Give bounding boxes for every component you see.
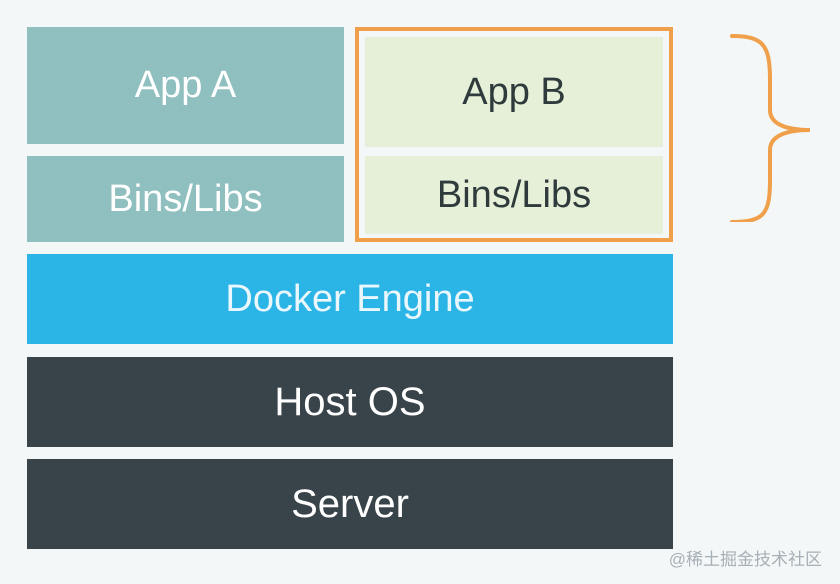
app-a-block: App A [27, 27, 344, 144]
bins-libs-a-label: Bins/Libs [108, 177, 263, 220]
watermark-text: @稀土掘金技术社区 [668, 550, 822, 569]
server-label: Server [291, 481, 409, 526]
docker-engine-layer: Docker Engine [27, 254, 673, 344]
container-brace-icon [730, 34, 811, 222]
container-b-highlight: App B Bins/Libs [355, 27, 673, 242]
app-b-block: App B [365, 37, 663, 147]
bins-libs-a-block: Bins/Libs [27, 156, 344, 242]
server-layer: Server [27, 459, 673, 549]
bins-libs-b-label: Bins/Libs [436, 173, 592, 216]
app-a-label: App A [134, 64, 237, 106]
watermark: @稀土掘金技术社区 [669, 545, 822, 570]
app-b-label: App B [462, 70, 566, 113]
host-os-layer: Host OS [27, 357, 673, 447]
host-os-label: Host OS [274, 379, 426, 424]
docker-engine-label: Docker Engine [225, 277, 475, 320]
bins-libs-b-block: Bins/Libs [365, 156, 663, 234]
